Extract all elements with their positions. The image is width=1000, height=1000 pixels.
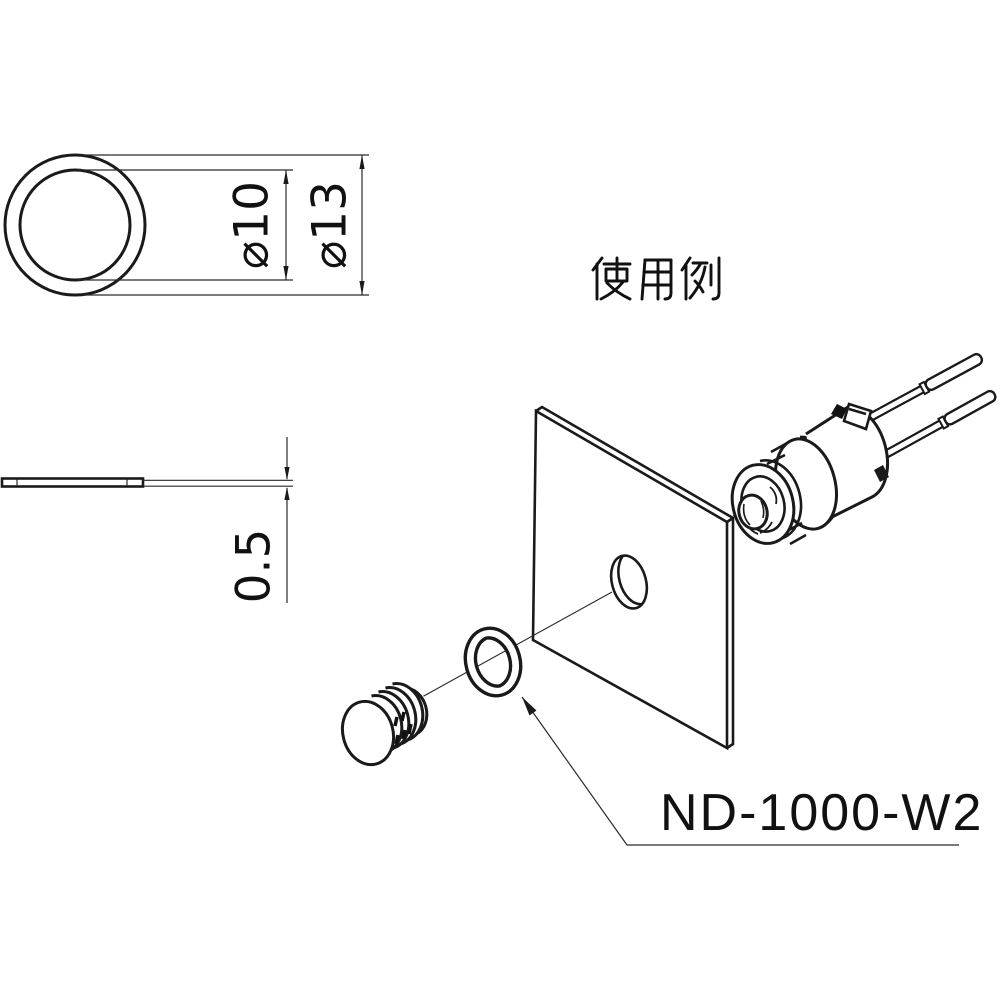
- leader-arrow-icon: [522, 697, 537, 716]
- dimension-phi13: ⌀13: [83, 154, 369, 296]
- dim-arrow-up-icon: [283, 170, 289, 184]
- dim-arrow-down-icon: [359, 281, 365, 295]
- leader-line: [521, 696, 959, 846]
- kanji-shi: [591, 256, 632, 301]
- led-holder: [730, 352, 997, 546]
- led-dome-highlights: [742, 500, 765, 526]
- dimension-phi10: ⌀10: [78, 169, 293, 281]
- cap-plug: [340, 682, 430, 767]
- lead-wire-right: [868, 389, 997, 467]
- usage-example-heading: [591, 256, 721, 301]
- cap-dome-face: [340, 699, 396, 767]
- kanji-rei: [680, 256, 721, 301]
- clip-hook: [831, 404, 847, 419]
- side-view-washer: 0.5: [0, 437, 293, 604]
- dimension-thickness: 0.5: [226, 437, 290, 604]
- washer-outer-circle: [3, 153, 147, 297]
- washer-edge-profile: [0, 477, 145, 488]
- center-axis-line: [421, 591, 613, 698]
- flange-back-rim: [759, 459, 803, 541]
- kanji-you: [640, 258, 673, 301]
- dim-arrow-down-icon: [284, 467, 290, 480]
- panel-thickness-edges: [535, 405, 735, 750]
- dim-arrow-down-icon: [283, 266, 289, 280]
- dim-label-inner-diameter: ⌀10: [224, 181, 279, 269]
- part-number-label: ND-1000-W2: [660, 784, 983, 842]
- lower-tab: [874, 465, 889, 482]
- washer-ring-exploded: [463, 626, 523, 698]
- lead-wire-left: [854, 352, 984, 429]
- dim-label-outer-diameter: ⌀13: [302, 181, 357, 269]
- panel-hole: [609, 551, 649, 610]
- part-number-callout: ND-1000-W2: [521, 696, 983, 846]
- washer-inner-circle: [18, 168, 132, 282]
- dim-arrow-up-icon: [359, 155, 365, 169]
- dim-label-thickness: 0.5: [226, 529, 281, 604]
- dim-arrow-up-icon: [284, 487, 290, 500]
- front-view-washer: ⌀10 ⌀13: [3, 153, 369, 297]
